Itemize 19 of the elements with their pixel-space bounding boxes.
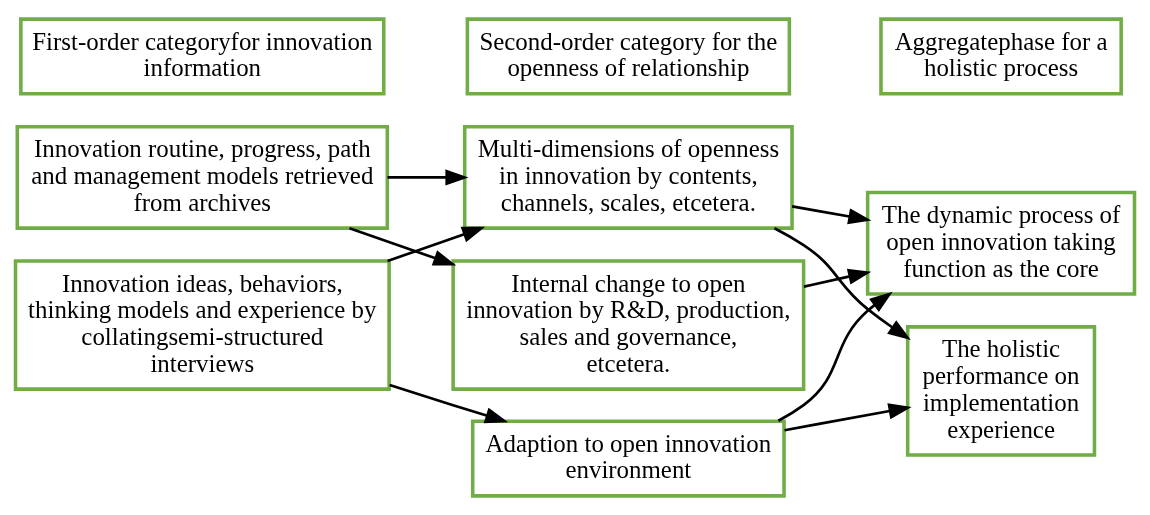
arrow (791, 205, 872, 225)
node-box: The dynamic process of open innovation taking function as the core (865, 190, 1137, 296)
node-box: Aggregatephase for a holistic process (879, 17, 1123, 96)
arrow (387, 226, 486, 263)
arrow (777, 291, 893, 422)
arrow (803, 268, 872, 288)
arrow (387, 169, 469, 186)
arrow (349, 227, 457, 266)
node-box: Multi-dimensions of openness in innovation by contents, channels, scales, etcetera. (462, 124, 794, 230)
node-box: Second-order category for the openness of relationship (465, 17, 792, 96)
node-box: Internal change to open innovation by R&D, production, sales and governance, etcetera. (451, 259, 806, 391)
node-box: First-order categoryfor innovation information (19, 17, 386, 96)
node-box: Innovation ideas, behaviors, thinking models and experience by collatingsemi-structured interviews (13, 259, 391, 391)
arrow (389, 383, 509, 424)
arrow (773, 227, 911, 340)
node-box: Innovation routine, progress, path and management models retrieved from archives (15, 124, 390, 230)
node-box: Adaption to open innovation environment (470, 419, 786, 498)
node-box: The holistic performance on implementation experience (905, 325, 1097, 457)
arrow (784, 403, 912, 432)
